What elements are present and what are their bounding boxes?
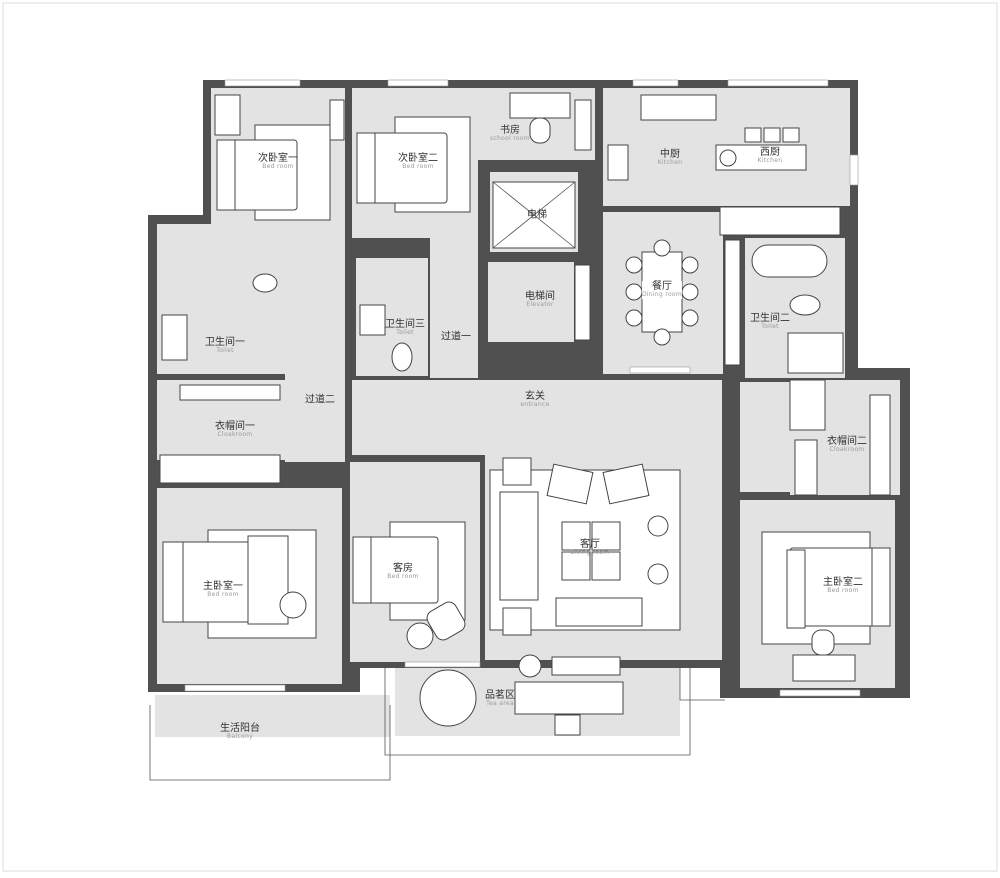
room-label-corridor-2: 过道二 (305, 395, 335, 406)
room-name-en: Balcony (227, 733, 253, 741)
room-name: 衣帽间二 (827, 436, 867, 448)
room-name: 卫生间二 (750, 313, 790, 325)
room-name-en: entrance (520, 401, 550, 409)
room-name: 电梯间 (525, 291, 555, 303)
room-name: 卫生间一 (205, 337, 245, 349)
room-name: 客厅 (579, 539, 600, 551)
room-name-en: Living room (570, 549, 610, 557)
room-name: 中厨 (660, 149, 680, 161)
room-name: 卫生间三 (385, 319, 425, 331)
room-name: 生活阳台 (220, 723, 260, 735)
room-name: 书房 (500, 125, 520, 137)
room-name-en: school room (490, 135, 530, 143)
room-name: 次卧室一 (258, 153, 298, 165)
room-name: 西厨 (760, 147, 780, 159)
room-name-en: Toilet (761, 323, 779, 331)
room-name: 过道二 (305, 394, 335, 406)
room-name: 衣帽间一 (215, 421, 255, 433)
windows (184, 79, 861, 697)
room-name-en: Elevator (526, 301, 554, 309)
room-name-en: Kitchen (657, 159, 683, 167)
balcony-railing (149, 668, 725, 781)
room-name-en: Tea area (486, 700, 514, 708)
room-name-en: Cloakroom (829, 446, 865, 454)
room-name: 次卧室二 (398, 153, 438, 165)
room-name-en: Bed room (387, 573, 419, 581)
room-name-en: Dining room (641, 291, 683, 299)
room-name: 品茗区 (485, 690, 515, 702)
room-name: 电梯 (527, 209, 547, 221)
room-name: 餐厅 (651, 281, 672, 293)
room-name: 过道一 (441, 331, 471, 343)
room-name-en: Cloakroom (217, 431, 253, 439)
room-name-en: Toilet (396, 329, 414, 337)
furniture (159, 92, 891, 736)
room-label-lift: 电梯 (527, 210, 547, 221)
room-name: 玄关 (525, 391, 545, 403)
room-name: 主卧室二 (823, 577, 863, 589)
room-name-en: Bed room (402, 163, 434, 171)
room-name-en: Bed room (262, 163, 294, 171)
room-name-en: Kitchen (757, 157, 783, 165)
room-name-en: Bed room (207, 591, 239, 599)
room-name-en: Toilet (216, 347, 234, 355)
room-label-corridor-1: 过道一 (441, 332, 471, 343)
room-name: 主卧室一 (203, 581, 243, 593)
room-name: 客房 (392, 563, 413, 575)
room-name-en: Bed room (827, 587, 859, 595)
